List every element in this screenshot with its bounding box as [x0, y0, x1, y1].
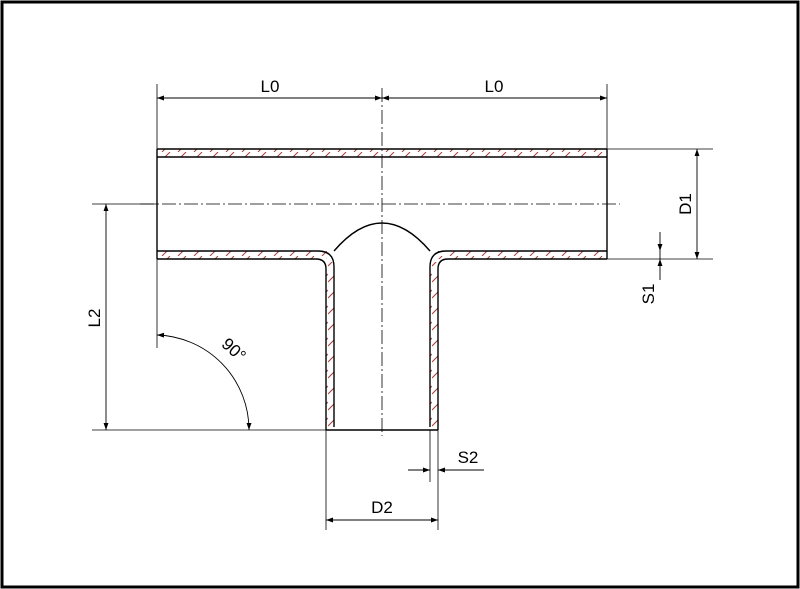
s2-label: S2	[458, 448, 479, 467]
l2-label: L2	[85, 309, 104, 328]
angle-arc	[156, 332, 252, 431]
wall-hatching	[157, 149, 607, 427]
l0-left-label: L0	[261, 77, 280, 96]
center-lines	[140, 88, 620, 436]
dimension-lines	[103, 95, 700, 523]
d2-label: D2	[371, 498, 393, 517]
s1-label: S1	[639, 284, 658, 305]
d1-label: D1	[676, 193, 695, 215]
l0-right-label: L0	[485, 77, 504, 96]
